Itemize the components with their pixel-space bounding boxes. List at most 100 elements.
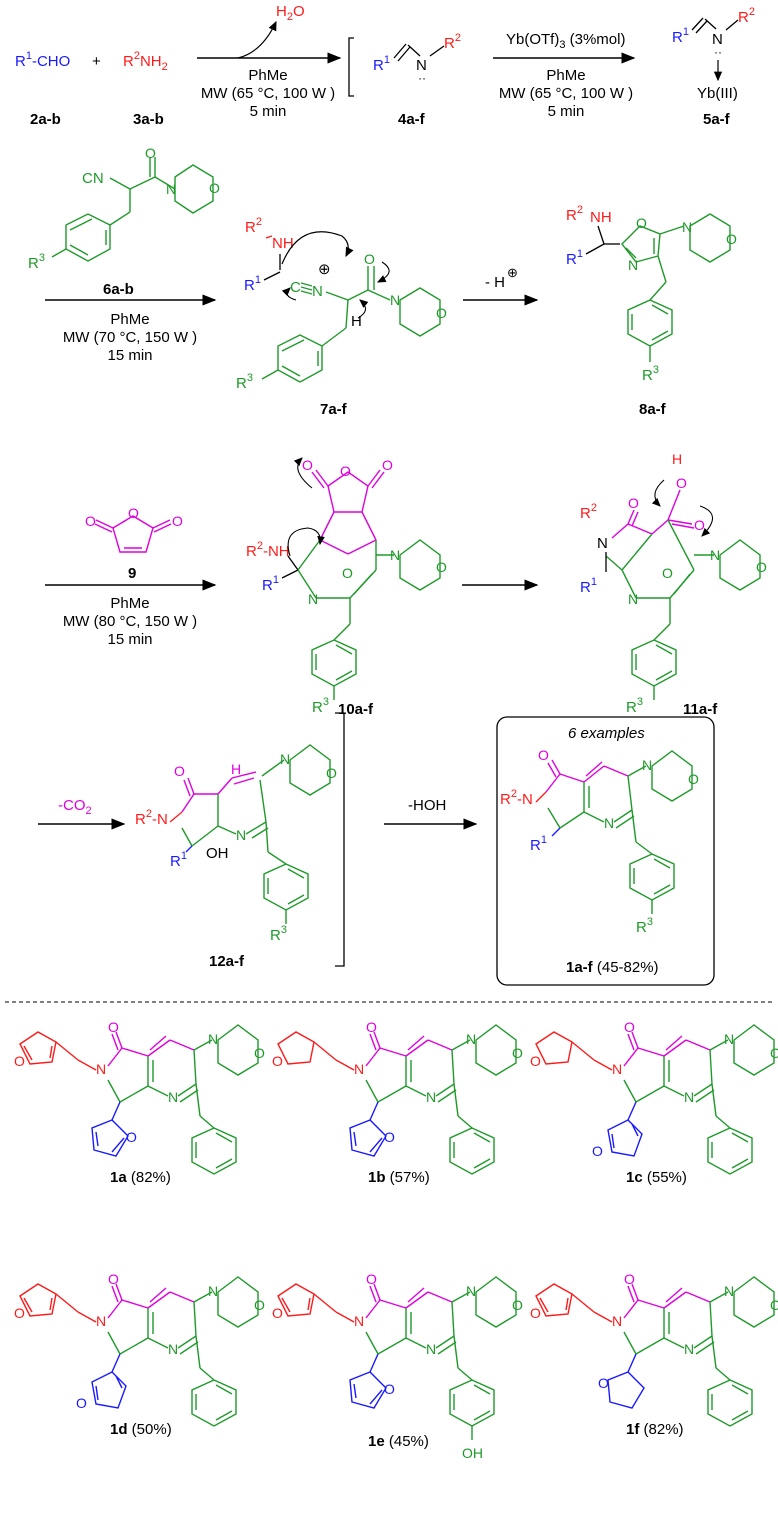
svg-text:N: N	[466, 1031, 476, 1047]
svg-text:N: N	[466, 1283, 476, 1299]
svg-text:O: O	[726, 231, 737, 247]
yb-complex-5: R1 N R2 ·· Yb(III)	[672, 6, 755, 102]
svg-text:R1: R1	[566, 248, 583, 268]
svg-text:N: N	[96, 1313, 106, 1329]
svg-text:N: N	[236, 827, 246, 843]
svg-text:N: N	[96, 1061, 106, 1077]
svg-text:⊕: ⊕	[318, 261, 331, 278]
water-label: H2O	[276, 3, 305, 23]
intermediate-10: R2-NH R1	[246, 457, 447, 716]
svg-text:O: O	[636, 215, 647, 231]
svg-text:N: N	[354, 1313, 364, 1329]
svg-text:O: O	[688, 771, 699, 787]
product-box	[496, 716, 715, 986]
svg-text:O: O	[340, 463, 351, 479]
svg-text:R3: R3	[312, 696, 329, 716]
svg-text:R1: R1	[530, 834, 547, 854]
svg-text:O: O	[108, 1271, 119, 1287]
amine-3: R2NH2	[123, 50, 168, 73]
label-6a-b: 6a-b	[103, 281, 134, 298]
svg-text:O: O	[272, 1053, 283, 1069]
product-1: R2-N R1 O	[500, 747, 699, 936]
svg-text:R1: R1	[580, 576, 597, 596]
bracket-right	[335, 712, 345, 967]
svg-text:N: N	[612, 1061, 622, 1077]
svg-text:O: O	[512, 1045, 523, 1061]
svg-text:N: N	[416, 57, 427, 74]
svg-text:R1: R1	[262, 574, 279, 594]
svg-text:R3: R3	[626, 696, 643, 716]
product-label: 1a-f (45-82%)	[566, 959, 659, 976]
svg-text:O: O	[436, 305, 447, 321]
svg-text:N: N	[684, 1341, 694, 1357]
aldehyde-2: R1-CHO	[15, 50, 70, 70]
svg-text:O: O	[302, 457, 313, 473]
svg-text:PhMe: PhMe	[546, 67, 585, 84]
svg-text:H: H	[672, 451, 682, 467]
svg-text:O: O	[128, 505, 139, 521]
svg-text:N: N	[166, 181, 176, 197]
svg-text:N: N	[208, 1283, 218, 1299]
svg-text:R3: R3	[642, 364, 659, 384]
svg-text:··: ··	[418, 71, 426, 85]
svg-text:PhMe: PhMe	[110, 311, 149, 328]
svg-text:O: O	[326, 765, 337, 781]
svg-text:N: N	[354, 1061, 364, 1077]
svg-text:NH: NH	[590, 209, 612, 226]
conditions-2: PhMe MW (65 °C, 100 W ) 5 min	[499, 67, 633, 120]
svg-text:O: O	[384, 1381, 395, 1397]
bracket-left	[348, 37, 354, 97]
svg-text:R1: R1	[170, 850, 187, 870]
svg-text:N: N	[710, 547, 720, 563]
svg-text:R2-NH: R2-NH	[246, 540, 290, 560]
svg-text:R3: R3	[270, 924, 287, 944]
example-label-1b: 1b (57%)	[368, 1169, 430, 1186]
svg-text:O: O	[14, 1305, 25, 1321]
svg-text:N: N	[612, 1313, 622, 1329]
intermediate-12: R2-N R1 OH O H	[135, 744, 337, 944]
svg-text:N: N	[208, 1031, 218, 1047]
svg-text:MW (80 °C, 150 W ): MW (80 °C, 150 W )	[63, 613, 197, 630]
svg-text:15 min: 15 min	[107, 631, 152, 648]
svg-text:15 min: 15 min	[107, 347, 152, 364]
svg-text:O: O	[366, 1019, 377, 1035]
decarboxylation-label: -CO2	[58, 797, 92, 817]
conditions-1: PhMe MW (65 °C, 100 W ) 5 min	[201, 67, 335, 120]
svg-text:O: O	[676, 475, 687, 491]
svg-text:N: N	[426, 1341, 436, 1357]
label-11a-f: 11a-f	[683, 701, 718, 718]
label-2a-b: 2a-b	[30, 111, 61, 128]
svg-text:N: N	[308, 591, 318, 607]
svg-text:O: O	[662, 565, 673, 581]
example-label-1d: 1d (50%)	[110, 1421, 172, 1438]
svg-text:N: N	[682, 219, 692, 235]
svg-text:MW (65 °C, 100 W ): MW (65 °C, 100 W )	[201, 85, 335, 102]
svg-text:O: O	[756, 559, 767, 575]
svg-text:O: O	[145, 145, 156, 161]
svg-text:H: H	[351, 313, 362, 330]
r3-label: R3	[28, 252, 45, 272]
svg-text:H: H	[231, 761, 241, 777]
example-label-1c: 1c (55%)	[626, 1169, 687, 1186]
svg-text:O: O	[272, 1305, 283, 1321]
svg-text:N: N	[390, 292, 400, 308]
examples-header: 6 examples	[568, 725, 645, 742]
svg-text:5 min: 5 min	[548, 103, 585, 120]
svg-text:C: C	[290, 279, 301, 296]
nitrile-label: CN	[82, 170, 104, 187]
svg-text:N: N	[628, 257, 638, 273]
plus-sign: +	[92, 53, 101, 70]
svg-text:N: N	[642, 757, 652, 773]
svg-text:O: O	[770, 1297, 778, 1313]
svg-text:O: O	[254, 1297, 265, 1313]
dehydration-label: -HOH	[408, 797, 446, 814]
svg-text:O: O	[384, 1129, 395, 1145]
svg-text:O: O	[624, 1019, 635, 1035]
svg-text:R3: R3	[636, 916, 653, 936]
